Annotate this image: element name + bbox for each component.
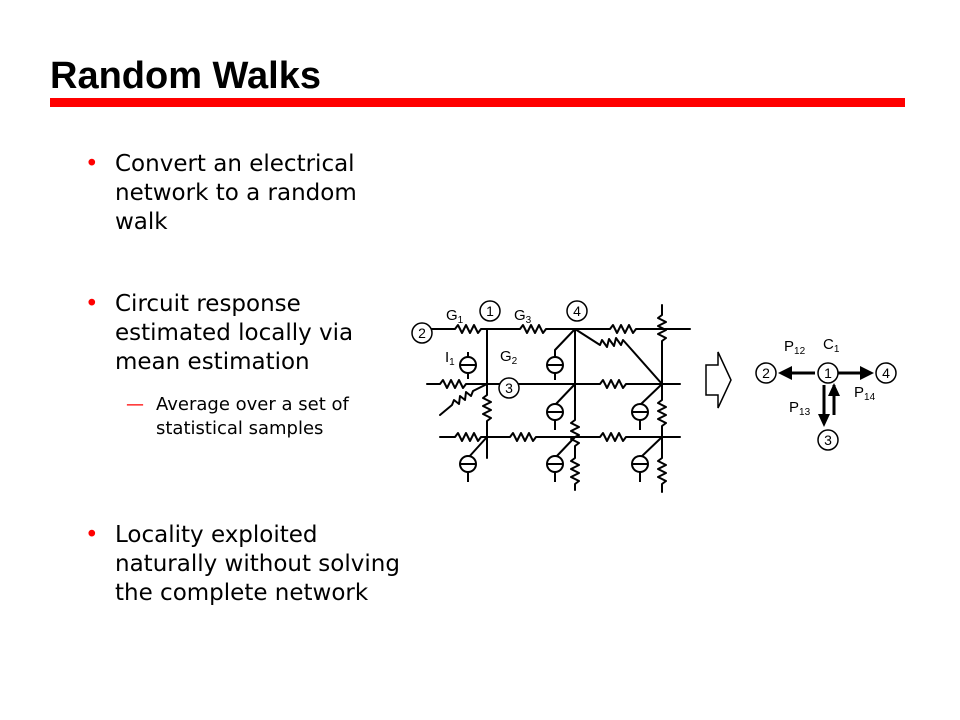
arrow-right-icon (705, 351, 732, 409)
bullet-text: Locality exploited naturally without sol… (115, 522, 400, 606)
walk-node-label: 2 (762, 365, 770, 381)
bullet-dot: • (85, 151, 99, 177)
walk-node-label: 4 (882, 365, 890, 381)
bullet-dot: • (85, 522, 99, 548)
label-g2: G2 (500, 348, 518, 367)
circuit-node-label: 3 (505, 380, 513, 396)
label-p13: P13 (789, 399, 811, 418)
label-c1: C1 (823, 336, 840, 355)
walk-node-label: 3 (824, 432, 832, 448)
sub-bullet-text: Average over a set of statistical sample… (156, 394, 349, 439)
label-g3: G3 (514, 307, 532, 326)
sub-bullet-dash: — (126, 394, 144, 415)
slide-title: Random Walks (50, 55, 321, 97)
bullet-dot: • (85, 291, 99, 317)
label-g1: G1 (446, 307, 464, 326)
label-p14: P14 (854, 384, 876, 403)
walk-node-label: 1 (824, 365, 832, 381)
circuit-node-label: 1 (486, 303, 494, 319)
label-p12: P12 (784, 338, 806, 357)
bullet-text: Circuit response estimated locally via m… (115, 291, 354, 375)
bullet-text: Convert an electrical network to a rando… (115, 151, 357, 235)
label-i1: I1 (445, 349, 455, 368)
circuit-node-label: 4 (573, 303, 581, 319)
circuit-node-label: 2 (418, 325, 426, 341)
title-underline (50, 98, 905, 107)
